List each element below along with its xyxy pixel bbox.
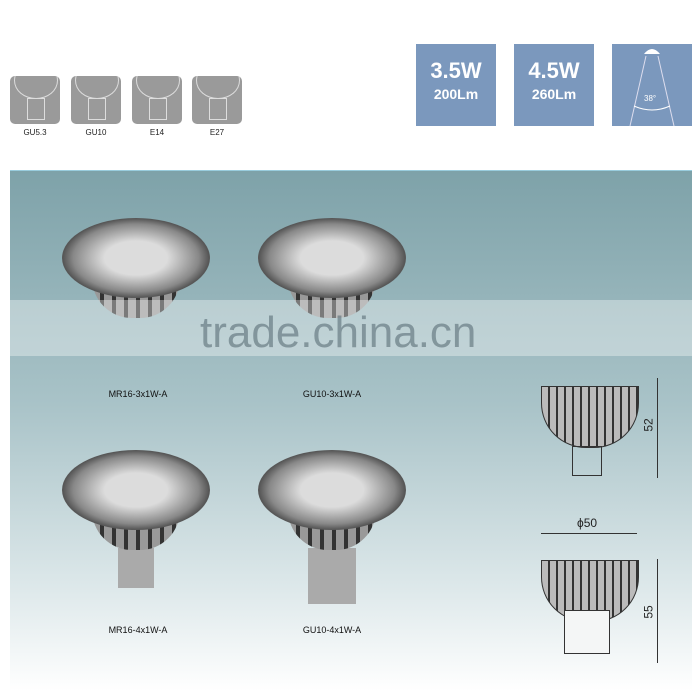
- lamp-mr16-4: [62, 450, 212, 588]
- spec-box: 4.5W 260Lm: [514, 44, 594, 126]
- base-label: GU10: [85, 128, 107, 137]
- wattage: 4.5W: [528, 58, 580, 83]
- product-label: MR16-4x1W-A: [108, 625, 168, 635]
- dimension-line: [657, 378, 658, 478]
- spec-box: 3.5W 200Lm: [416, 44, 496, 126]
- lamp-gu10-4: [258, 450, 408, 604]
- lamp-gu10-3: [258, 218, 408, 318]
- watermark-band: [10, 300, 692, 356]
- e27-base-icon: [192, 76, 242, 124]
- dimension-line: [657, 559, 658, 663]
- gu10-base-icon: [71, 76, 121, 124]
- watermark: trade.china.cn: [200, 308, 477, 357]
- product-label: GU10-4x1W-A: [302, 625, 362, 635]
- wattage: 3.5W: [430, 58, 482, 83]
- mr16-height: 52: [641, 418, 656, 432]
- base-label: E27: [209, 128, 225, 137]
- beam-angle: 38°: [644, 94, 657, 103]
- beam-angle-icon: [629, 49, 675, 127]
- gu10-diameter: ϕ50: [577, 516, 598, 530]
- base-label: GU5.3: [23, 128, 47, 137]
- dimension-line: [541, 533, 637, 534]
- lumen: 200Lm: [433, 86, 479, 102]
- gu53-base-icon: [10, 76, 60, 124]
- beam-angle-box: 38°: [612, 44, 692, 127]
- gu10-base-drawing: [564, 610, 610, 654]
- e14-base-icon: [132, 76, 182, 124]
- lamp-mr16-3: [62, 218, 212, 318]
- mr16-base-drawing: [572, 446, 602, 476]
- product-label: MR16-3x1W-A: [108, 389, 168, 399]
- base-label: E14: [149, 128, 165, 137]
- gu10-height: 55: [641, 605, 656, 619]
- product-label: GU10-3x1W-A: [302, 389, 362, 399]
- lumen: 260Lm: [531, 86, 577, 102]
